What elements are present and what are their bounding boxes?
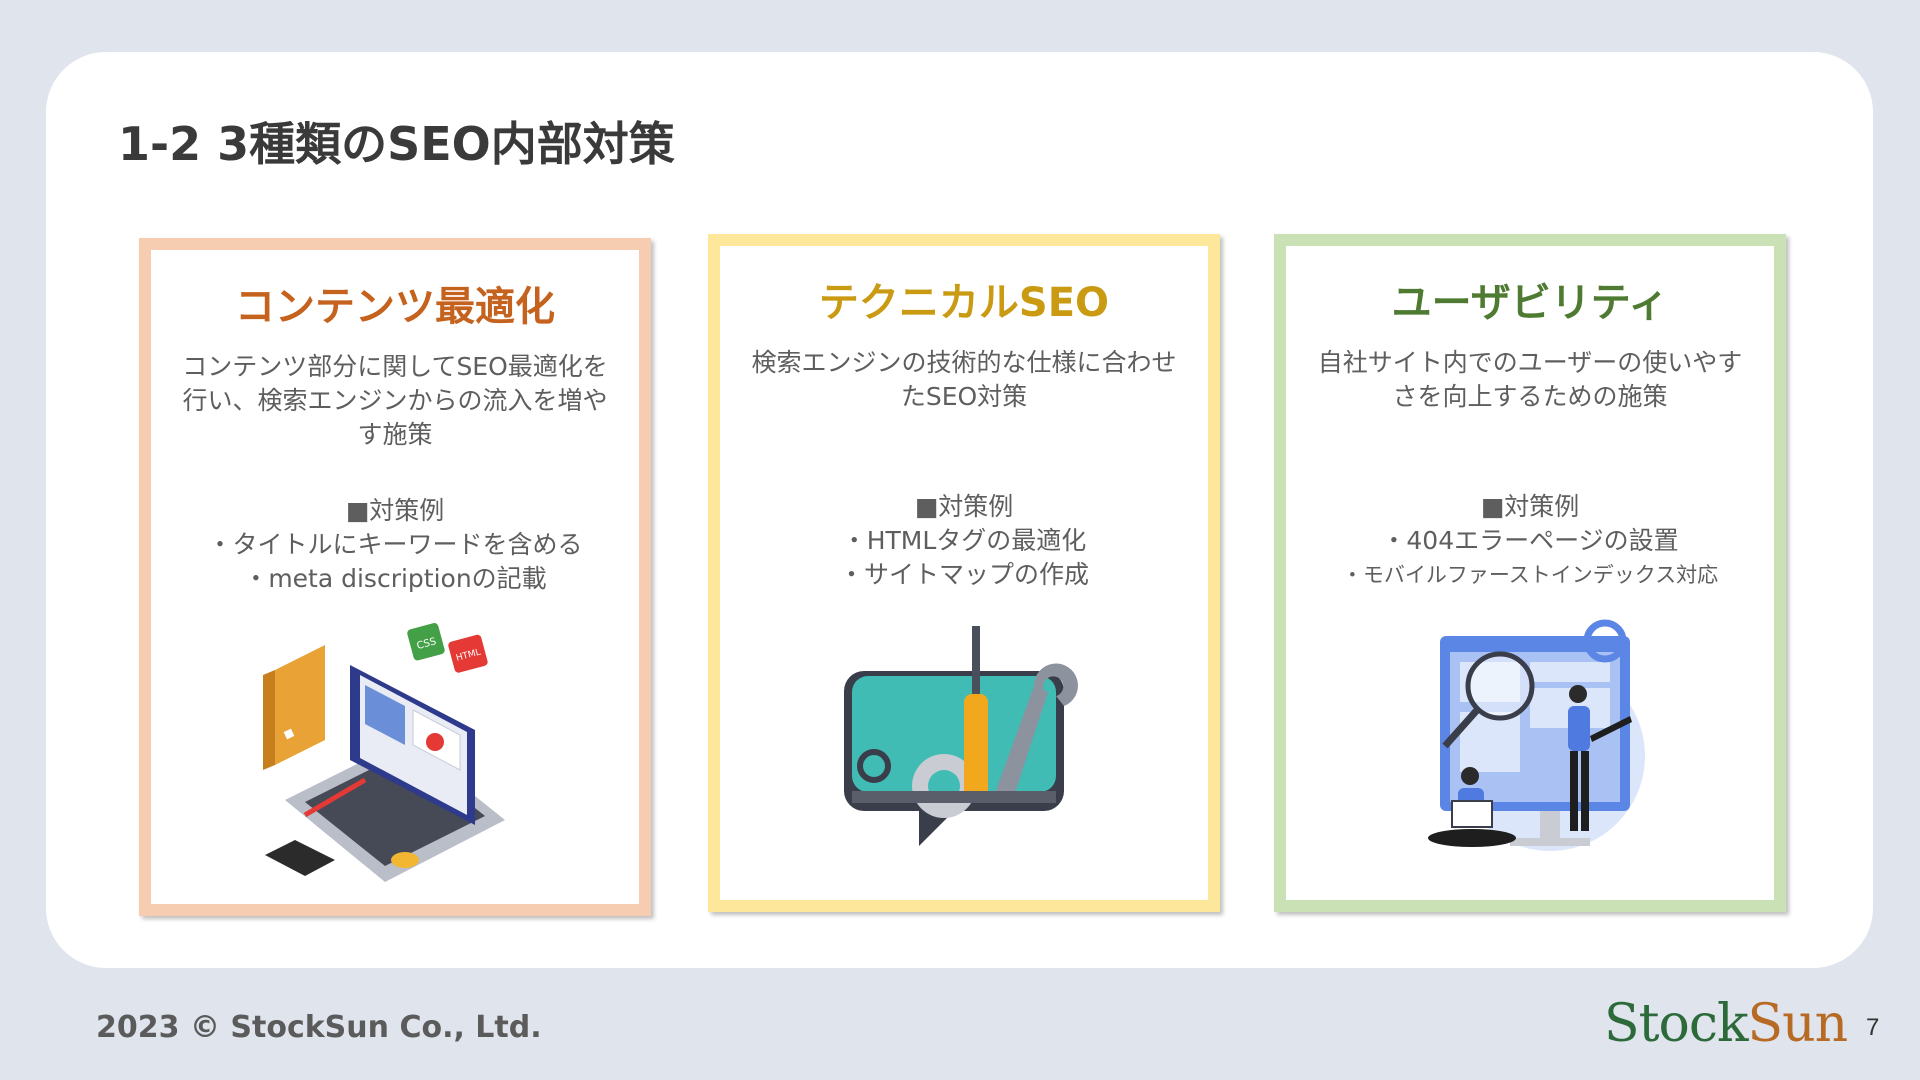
card-description: 自社サイト内でのユーザーの使いやすさを向上するための施策: [1317, 348, 1743, 411]
examples-label: ■対策例: [345, 496, 445, 525]
card-heading: ユーザビリティ: [1391, 280, 1669, 326]
laptop-content-icon: CSS HTML: [151, 620, 639, 890]
example-item: ・404エラーページの設置: [1381, 526, 1679, 555]
copyright-text: 2023 © StockSun Co., Ltd.: [96, 1010, 542, 1045]
card-description: コンテンツ部分に関してSEO最適化を行い、検索エンジンからの流入を増やす施策: [182, 352, 608, 449]
example-item: ・HTMLタグの最適化: [841, 526, 1087, 555]
card-content-optimization: コンテンツ最適化 コンテンツ部分に関してSEO最適化を行い、検索エンジンからの流…: [139, 238, 651, 916]
page-number: 7: [1866, 1014, 1880, 1041]
example-item: ・サイトマップの作成: [838, 560, 1089, 589]
card-description: 検索エンジンの技術的な仕様に合わせたSEO対策: [751, 348, 1177, 411]
card-technical-seo: テクニカルSEO 検索エンジンの技術的な仕様に合わせたSEO対策 ■対策例 ・H…: [708, 234, 1220, 912]
card-examples: ■対策例 ・HTMLタグの最適化 ・サイトマップの作成: [720, 490, 1208, 592]
logo-stock: Stock: [1604, 994, 1748, 1054]
slide-title: 1-2 3種類のSEO内部対策: [118, 117, 675, 171]
examples-label: ■対策例: [1480, 492, 1580, 521]
card-examples: ■対策例 ・タイトルにキーワードを含める ・meta discriptionの記…: [151, 494, 639, 596]
examples-label: ■対策例: [914, 492, 1014, 521]
stocksun-logo: StockSun: [1604, 994, 1848, 1054]
tools-speech-bubble-icon: [720, 616, 1208, 886]
card-heading: コンテンツ最適化: [235, 284, 555, 330]
card-usability: ユーザビリティ 自社サイト内でのユーザーの使いやすさを向上するための施策 ■対策…: [1274, 234, 1786, 912]
usability-people-icon: [1286, 616, 1774, 886]
example-item: ・meta discriptionの記載: [243, 564, 547, 593]
card-heading: テクニカルSEO: [818, 280, 1110, 326]
card-examples: ■対策例 ・404エラーページの設置 ・モバイルファーストインデックス対応: [1286, 490, 1774, 592]
example-item: ・タイトルにキーワードを含める: [207, 530, 583, 559]
css-tag-text: CSS: [416, 636, 438, 652]
logo-sun: Sun: [1747, 994, 1848, 1054]
example-item: ・モバイルファーストインデックス対応: [1341, 563, 1719, 587]
